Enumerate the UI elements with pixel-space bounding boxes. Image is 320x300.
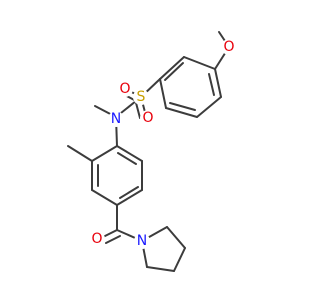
pyrrolidine-bond-3 — [173, 247, 186, 272]
ring2-bond-6 — [116, 145, 143, 162]
pyrrolidine-bond-4 — [146, 266, 175, 272]
bond-c-o-b — [105, 235, 121, 244]
ring1-bond-5 — [196, 96, 222, 118]
ring2-bond-3 — [91, 189, 118, 206]
o-sulfonyl-left-bg — [117, 81, 133, 97]
ring2-inner-bond-2 — [119, 186, 139, 199]
ring1-bond-2 — [159, 56, 185, 80]
ring1-bond-4 — [165, 107, 198, 118]
n-sulfonamide-label: N — [111, 111, 121, 127]
ring2-bond-4 — [116, 189, 143, 206]
molecule-structure-diagram: O S O O N O N — [67, 31, 237, 272]
ring1-inner-bond-1 — [164, 62, 184, 81]
bond-aryl-methyl — [67, 145, 93, 162]
ring1-bond-1 — [183, 56, 216, 70]
o-sulfonyl-bottom-label: O — [142, 110, 153, 126]
bond-c-o-a — [102, 229, 118, 238]
o-sulfonyl-bottom-bg — [140, 110, 156, 126]
ring1-inner-bond-3 — [208, 73, 215, 96]
ring1-bond-3 — [159, 78, 167, 109]
s-sulfonyl-bg — [133, 89, 149, 105]
o-carbonyl-bg — [89, 231, 105, 247]
ring2-inner-bond-3 — [117, 152, 137, 165]
ring1-bond-6 — [214, 68, 222, 98]
o-sulfonyl-left-label: O — [119, 81, 130, 97]
n-pyrrolidine-bg — [134, 233, 150, 249]
o-methoxy-bg — [221, 39, 237, 55]
ring2-bond-1 — [91, 145, 118, 162]
o-carbonyl-label: O — [91, 231, 102, 247]
ring1-inner-bond-2 — [169, 102, 196, 111]
n-pyrrolidine-label: N — [137, 233, 147, 249]
atom-label-layer: O S O O N O N — [89, 39, 237, 249]
pyrrolidine-bond-2 — [166, 226, 186, 249]
s-sulfonyl-label: S — [137, 89, 146, 105]
o-methoxy-label: O — [223, 39, 234, 55]
n-sulfonamide-bg — [108, 111, 124, 127]
